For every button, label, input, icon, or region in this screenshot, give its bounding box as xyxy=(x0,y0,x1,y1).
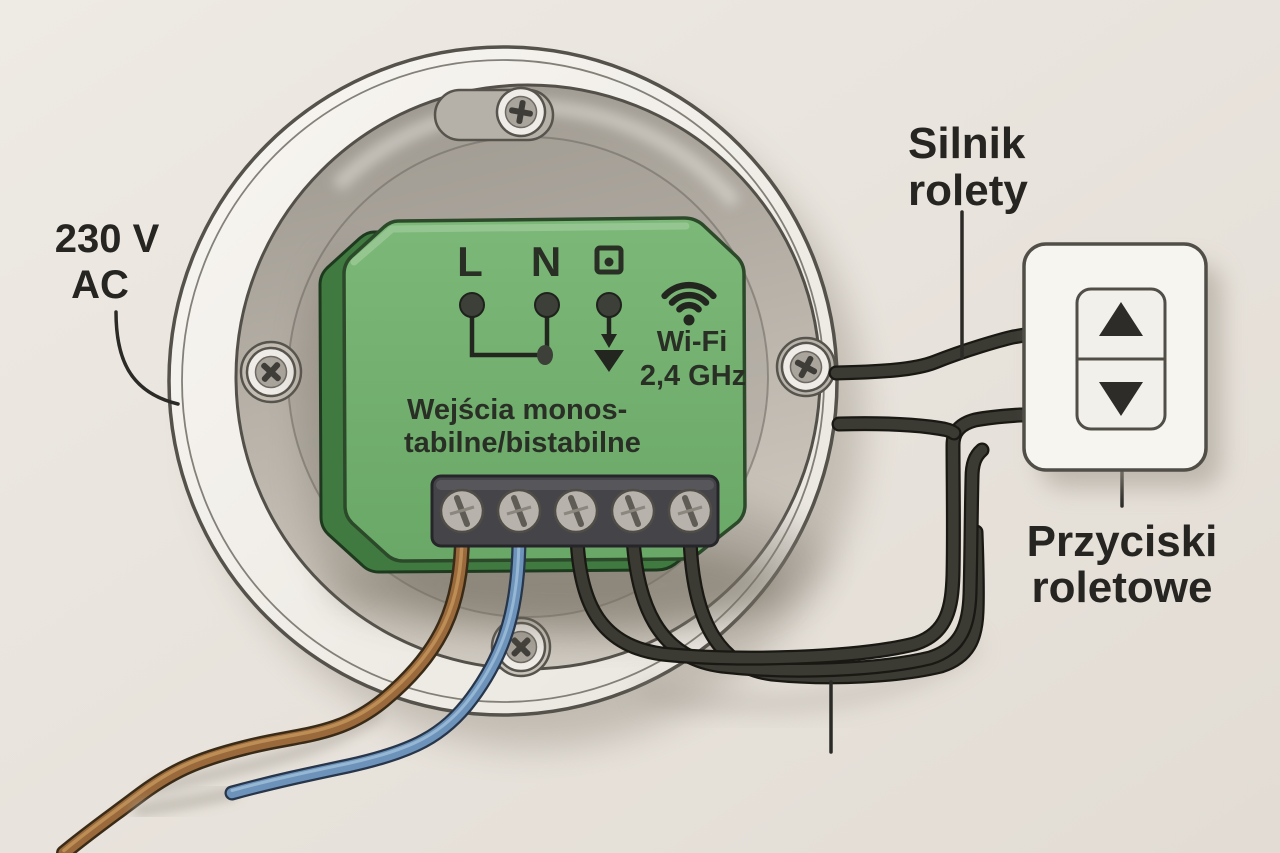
terminal-n-label: N xyxy=(531,238,561,285)
inputs-label-line1: Wejścia monos- xyxy=(407,394,627,426)
terminal-l-label: L xyxy=(457,238,483,285)
label-przyciski-line1: Przyciski xyxy=(1027,517,1218,566)
label-silnik-line2: rolety xyxy=(908,166,1028,215)
label-230v-line1: 230 V xyxy=(55,217,160,261)
label-230v-line2: AC xyxy=(71,263,129,307)
wire-black-loop-outer xyxy=(682,524,985,685)
inputs-label-line2: tabilne/bistabilne xyxy=(404,427,641,459)
terminal-block xyxy=(430,474,720,548)
wire-black-to-switch-lower xyxy=(569,407,1044,666)
wall-switch xyxy=(1022,242,1222,488)
square-terminal-icon xyxy=(594,245,624,275)
terminal-screws xyxy=(439,488,713,534)
wifi-label-line2: 2,4 GHz xyxy=(640,360,746,392)
wire-black-motor-upper xyxy=(828,325,1044,381)
module-top-bevel xyxy=(350,222,690,266)
wifi-icon xyxy=(661,281,717,326)
wire-black-motor-lower xyxy=(831,416,962,441)
terminal-dot-n xyxy=(534,292,560,318)
terminal-dot-l xyxy=(459,292,485,318)
label-przyciski-line2: roletowe xyxy=(1032,563,1213,612)
up-arrow-icon[interactable] xyxy=(1099,302,1143,336)
down-arrow-icon[interactable] xyxy=(1099,382,1143,416)
wire-blue-neutral xyxy=(132,528,527,816)
leader-230v xyxy=(114,310,180,406)
terminal-dot-sq xyxy=(596,292,622,318)
wifi-label-line1: Wi-Fi xyxy=(657,326,728,358)
leader-lines xyxy=(114,210,1124,754)
junction-dot xyxy=(537,345,553,365)
wire-brown-live xyxy=(56,528,470,853)
labels: 230 V AC Silnik rolety Przyciski roletow… xyxy=(55,119,1218,612)
wires xyxy=(56,325,1044,853)
relay-module: L N Wi-Fi 2,4 GHz Wejścia monos- xyxy=(318,216,747,574)
arrow-down-icon xyxy=(594,334,624,372)
label-silnik-line1: Silnik xyxy=(908,119,1026,168)
